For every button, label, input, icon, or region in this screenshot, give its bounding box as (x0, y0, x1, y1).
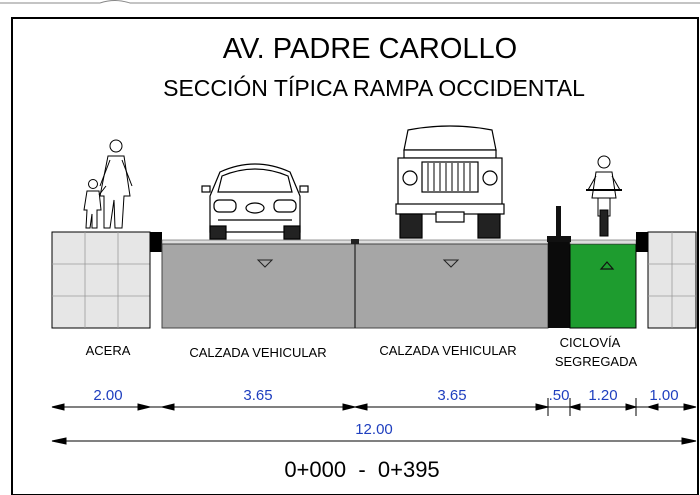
pedestrians-icon (83, 139, 133, 229)
station-range: 0+000 - 0+395 (284, 457, 439, 482)
dim-sidewalk: 2.00 (93, 387, 122, 404)
dim-total: 12.00 (355, 421, 393, 438)
roadway (161, 239, 549, 329)
jeep-icon (395, 125, 505, 239)
dim-right-sidewalk: 1.00 (649, 387, 678, 404)
left-sidewalk (51, 231, 162, 329)
label-cycle-lane-line2: SEGREGADA (555, 354, 638, 369)
label-sidewalk: ACERA (86, 343, 131, 358)
drawing-title: AV. PADRE CAROLLO (223, 33, 517, 65)
total-dimension-line (51, 437, 697, 445)
cycle-lane (547, 206, 637, 329)
dim-lane-1: 3.65 (243, 387, 272, 404)
label-lane-2: CALZADA VEHICULAR (379, 343, 516, 358)
dim-lane-2: 3.65 (437, 387, 466, 404)
drawing-subtitle: SECCIÓN TÍPICA RAMPA OCCIDENTAL (163, 75, 585, 101)
dim-cycle-lane: 1.20 (588, 387, 617, 404)
cyclist-icon (586, 155, 622, 237)
label-cycle-lane-line1: CICLOVÍA (560, 335, 621, 350)
car-icon (201, 163, 309, 240)
drawing-frame (11, 17, 699, 495)
label-lane-1: CALZADA VEHICULAR (189, 345, 326, 360)
partial-dimension-line (51, 398, 697, 416)
right-sidewalk (636, 231, 697, 329)
dim-separator: .50 (549, 387, 570, 404)
